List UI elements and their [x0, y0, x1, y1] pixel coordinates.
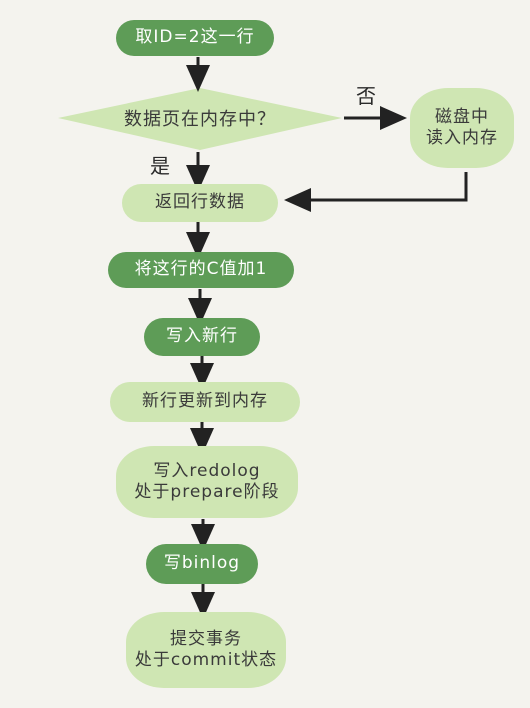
decision-diamond [58, 88, 342, 150]
node-return-row: 返回行数据 [122, 184, 278, 222]
node-update-mem: 新行更新到内存 [110, 382, 300, 422]
node-get-row: 取ID=2这一行 [116, 20, 274, 56]
node-commit: 提交事务 处于commit状态 [126, 612, 286, 688]
node-read-disk: 磁盘中 读入内存 [410, 88, 514, 168]
edge-label-yes: 是 [150, 154, 170, 178]
arrow-disk-to-return [284, 172, 468, 212]
node-in-memory-label: 数据页在内存中？ [124, 109, 276, 130]
node-write-row: 写入新行 [144, 318, 260, 356]
node-add-one: 将这行的C值加1 [108, 252, 294, 288]
edge-label-no: 否 [356, 84, 376, 108]
node-redolog-prepare: 写入redolog 处于prepare阶段 [116, 446, 298, 518]
node-write-binlog: 写binlog [146, 544, 258, 584]
